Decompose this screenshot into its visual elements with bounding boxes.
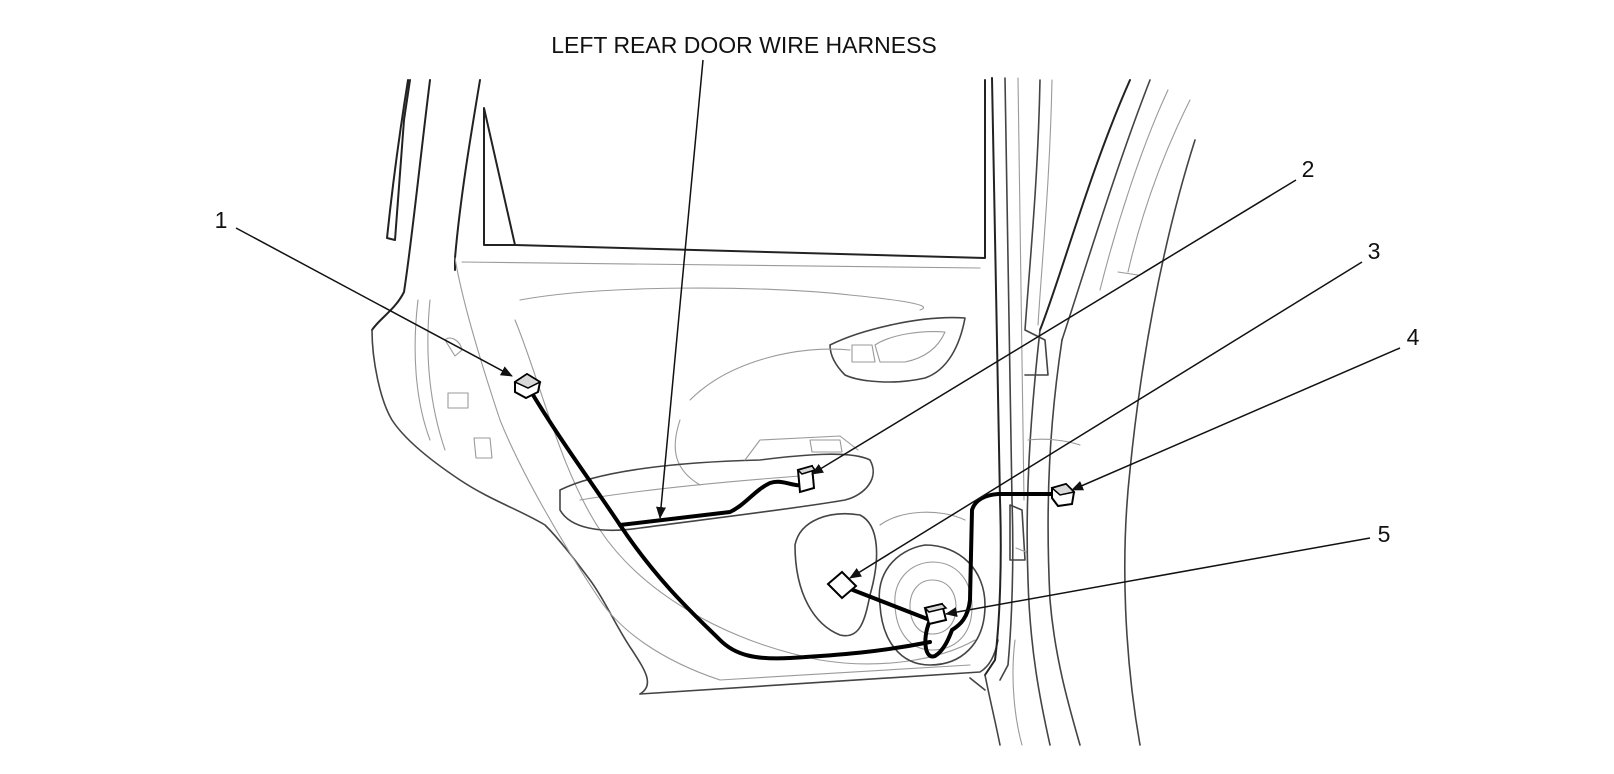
connector-1 xyxy=(513,372,542,400)
callout-1-label: 1 xyxy=(215,207,228,233)
leader-lines xyxy=(235,59,1401,617)
connector-2 xyxy=(796,464,817,494)
connector-3 xyxy=(826,570,858,600)
callout-5-label: 5 xyxy=(1378,521,1391,547)
callout-3-label: 3 xyxy=(1368,238,1381,264)
connector-4 xyxy=(1050,482,1076,508)
diagram-title: LEFT REAR DOOR WIRE HARNESS xyxy=(551,32,937,58)
callout-2-label: 2 xyxy=(1302,156,1315,182)
door-body-outline xyxy=(371,79,999,695)
callout-4-label: 4 xyxy=(1407,324,1420,350)
door-rear-edge-and-pillar xyxy=(969,77,1196,746)
wire-harness xyxy=(528,388,1064,661)
connector-5 xyxy=(923,602,948,626)
